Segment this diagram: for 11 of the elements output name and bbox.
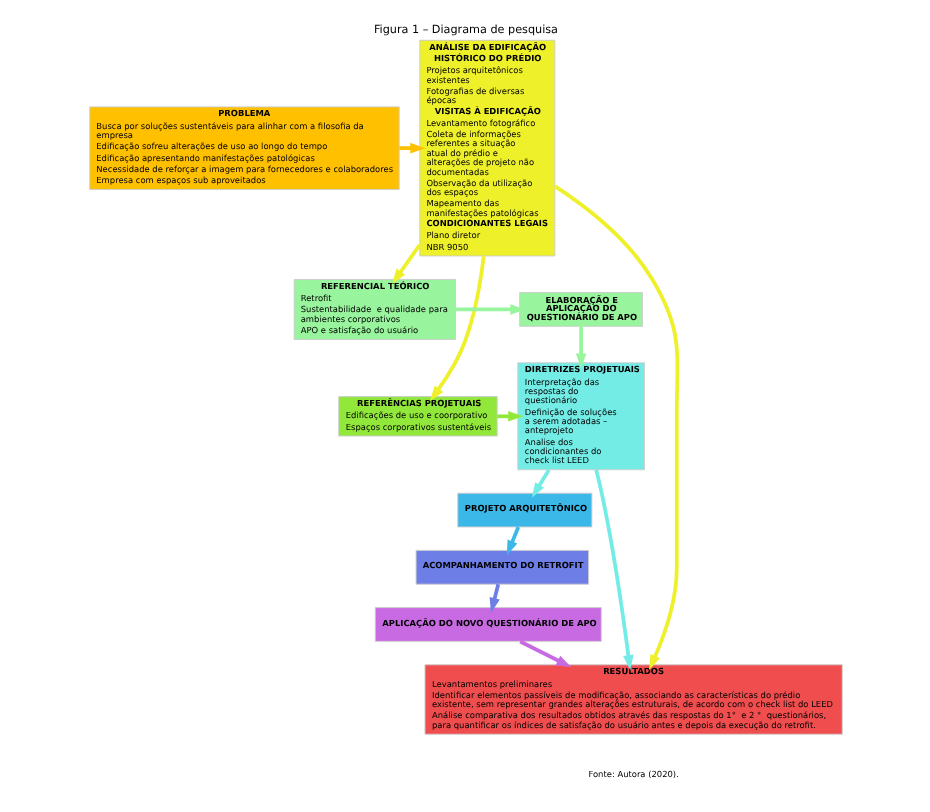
arrow [454, 304, 525, 315]
arrow [553, 184, 679, 670]
arrow [398, 142, 425, 154]
arrow [429, 255, 485, 401]
arrow [391, 243, 421, 284]
arrow [574, 326, 586, 369]
arrow [593, 469, 633, 671]
arrow [530, 468, 550, 498]
arrow [518, 639, 571, 668]
arrow [488, 583, 500, 613]
arrow [496, 411, 523, 422]
